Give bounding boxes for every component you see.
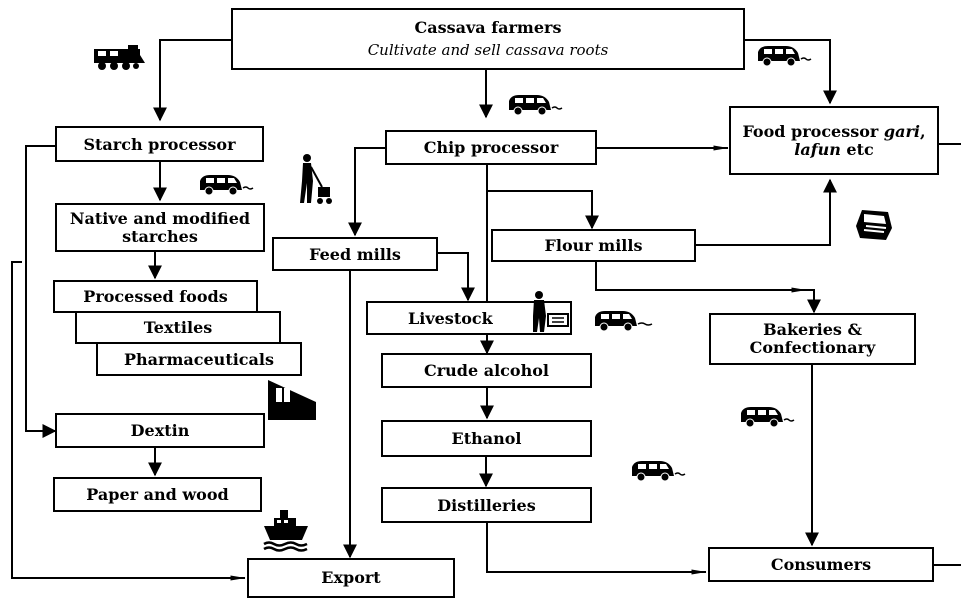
van-icon bbox=[758, 46, 812, 67]
feed-mills-box: Feed mills bbox=[272, 237, 438, 271]
cassava-farmers-box: Cassava farmers Cultivate and sell cassa… bbox=[231, 8, 745, 70]
flour-mills-box: Flour mills bbox=[491, 229, 696, 262]
paper-wood-box: Paper and wood bbox=[53, 477, 262, 512]
food-processor-label: Food processor gari, bbox=[742, 121, 926, 141]
food-processor-label-line2: lafun etc bbox=[794, 139, 874, 159]
textiles-box: Textiles bbox=[75, 311, 281, 344]
pharmaceuticals-label: Pharmaceuticals bbox=[124, 349, 274, 369]
starch-processor-box: Starch processor bbox=[55, 126, 264, 162]
chip-processor-box: Chip processor bbox=[385, 130, 597, 165]
ship-icon bbox=[263, 510, 308, 552]
processed-foods-box: Processed foods bbox=[53, 280, 258, 313]
chip-processor-label: Chip processor bbox=[423, 138, 559, 157]
processed-foods-label: Processed foods bbox=[83, 287, 228, 306]
crude-alcohol-label: Crude alcohol bbox=[424, 361, 549, 380]
dextin-box: Dextin bbox=[55, 413, 265, 448]
flour-mills-label: Flour mills bbox=[544, 236, 643, 255]
native-starches-line1: Native and modified bbox=[69, 208, 251, 228]
van-icon bbox=[632, 461, 686, 482]
person-mowing-icon bbox=[300, 154, 332, 204]
toaster-icon bbox=[856, 210, 892, 240]
distilleries-label: Distilleries bbox=[437, 495, 536, 515]
native-modified-starches-box: Native and modified starches bbox=[55, 203, 265, 252]
bakeries-box: Bakeries & Confectionary bbox=[709, 313, 916, 365]
cassava-farmers-subtitle: Cultivate and sell cassava roots bbox=[367, 41, 609, 59]
distilleries-box: Distilleries bbox=[381, 487, 592, 523]
native-starches-line2: starches bbox=[122, 226, 198, 246]
house-icon bbox=[268, 380, 316, 420]
export-label: Export bbox=[321, 568, 381, 587]
crude-alcohol-box: Crude alcohol bbox=[381, 353, 592, 388]
textiles-label: Textiles bbox=[143, 318, 213, 337]
cassava-farmers-title: Cassava farmers bbox=[414, 18, 562, 37]
livestock-label: Livestock bbox=[408, 308, 493, 328]
export-box: Export bbox=[247, 558, 455, 598]
farmer-cow-icon bbox=[533, 291, 569, 332]
consumers-box: Consumers bbox=[708, 547, 934, 582]
food-processor-box: Food processor gari, lafun etc bbox=[729, 106, 939, 175]
bakeries-line2: Confectionary bbox=[749, 338, 876, 357]
starch-processor-label: Starch processor bbox=[83, 134, 236, 154]
van-icon bbox=[509, 95, 563, 116]
bakeries-line1: Bakeries & bbox=[763, 320, 862, 339]
feed-mills-label: Feed mills bbox=[309, 244, 401, 264]
ethanol-box: Ethanol bbox=[381, 420, 592, 457]
van-icon bbox=[200, 175, 254, 196]
paper-wood-label: Paper and wood bbox=[86, 485, 229, 504]
pharmaceuticals-box: Pharmaceuticals bbox=[96, 342, 302, 376]
dextin-label: Dextin bbox=[130, 421, 190, 440]
ethanol-label: Ethanol bbox=[451, 429, 522, 448]
van-icon bbox=[595, 311, 653, 332]
train-icon bbox=[94, 45, 145, 70]
consumers-label: Consumers bbox=[770, 555, 872, 574]
van-icon bbox=[741, 407, 795, 428]
